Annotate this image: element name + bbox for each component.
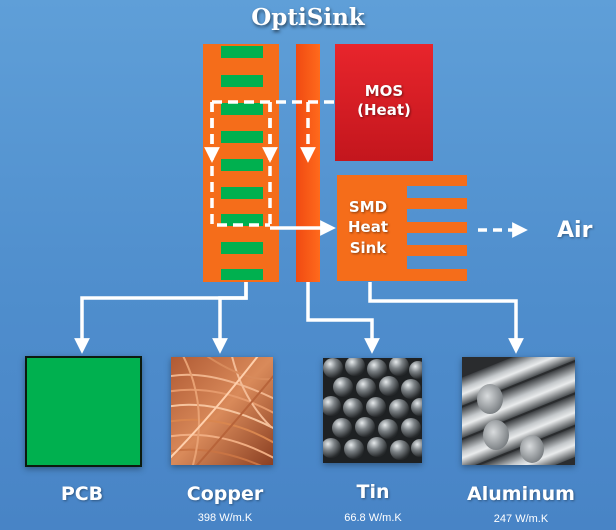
mos-label: MOS (Heat) bbox=[335, 82, 433, 120]
material-name-pcb: PCB bbox=[60, 483, 104, 505]
smd-heat-sink bbox=[337, 175, 467, 281]
tin-tile bbox=[323, 358, 422, 463]
smd-label-line1: SMD bbox=[348, 198, 388, 216]
copper-tile bbox=[171, 357, 273, 465]
material-value-copper: 398 W/m.K bbox=[197, 512, 253, 524]
material-value-tin: 66.8 W/m.K bbox=[344, 512, 402, 524]
material-name-tin: Tin bbox=[356, 481, 390, 503]
copper-strip bbox=[296, 44, 320, 282]
aluminum-tile bbox=[462, 357, 575, 465]
mos-label-line1: MOS bbox=[364, 82, 404, 100]
mos-label-line2: (Heat) bbox=[357, 100, 411, 119]
pcb-board bbox=[203, 44, 279, 282]
pcb-pads bbox=[221, 46, 263, 280]
mos-block bbox=[335, 44, 433, 161]
pcb-tile bbox=[25, 356, 142, 467]
smd-label-line2: Heat bbox=[347, 218, 389, 237]
material-name-copper: Copper bbox=[186, 483, 264, 505]
material-name-aluminum: Aluminum bbox=[467, 483, 575, 505]
material-value-aluminum: 247 W/m.K bbox=[493, 513, 549, 525]
dashed-heat-paths bbox=[204, 100, 337, 227]
smd-label-line3: Sink bbox=[349, 238, 387, 257]
smd-label: SMD Heat Sink bbox=[337, 197, 399, 258]
diagram-title: OptiSink bbox=[251, 4, 365, 31]
material-connectors bbox=[74, 282, 524, 354]
air-label: Air bbox=[557, 218, 593, 243]
